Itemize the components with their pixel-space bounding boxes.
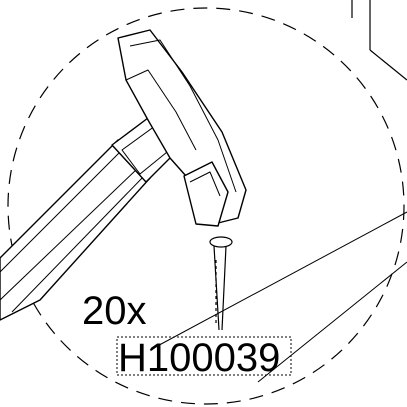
nail-icon xyxy=(209,236,233,331)
detail-circle xyxy=(7,7,405,405)
panel-edge-lines xyxy=(149,211,407,383)
part-code-box xyxy=(116,336,292,376)
hammer-icon xyxy=(0,29,247,321)
quantity-label: 20x xyxy=(82,289,147,333)
cabinet-edge xyxy=(351,0,407,81)
part-code-label: H100039 xyxy=(118,336,280,380)
